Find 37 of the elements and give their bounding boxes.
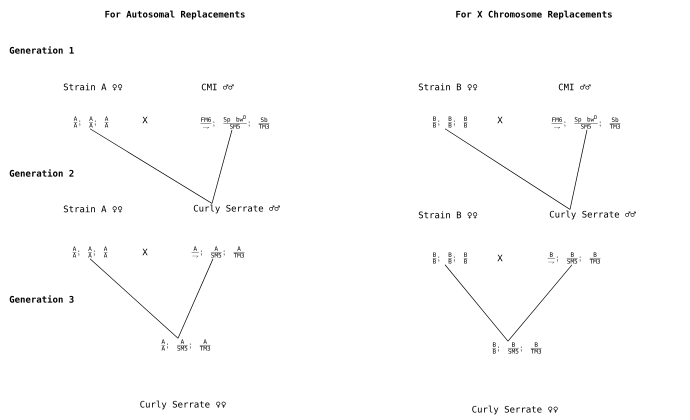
- genotype-formula: $\frac{\mathrm{FM6}}{\rightharpoondown};\ \frac{\mathrm{Sp\ bw}^{\mathrm{D}}}{\mathrm{SM5}};\ \frac{\mathrm{Sb}}{\mathrm{TM3}}$: [552, 115, 620, 129]
- strain-label: CMI ♂♂: [202, 84, 234, 90]
- cross-symbol: X: [142, 116, 148, 124]
- strain-label: Strain B ♀♀: [418, 83, 478, 91]
- genotype-formula: $\frac{\mathrm{B}}{\mathrm{B}};\ \frac{\mathrm{B}}{\mathrm{B}};\ \frac{\mathrm{B}}{\mathrm{B}}$: [432, 252, 468, 264]
- cross-line: [444, 264, 508, 342]
- genotype-formula: $\frac{\mathrm{A}}{\mathrm{A}};\ \frac{\mathrm{A}}{\mathrm{A}};\ \frac{\mathrm{A}}{\mathrm{A}}$: [72, 246, 108, 258]
- generation-label: Generation 1: [10, 46, 74, 54]
- offspring-label: Curly Serrate ♂♂: [550, 210, 636, 220]
- strain-label: Strain A ♀♀: [64, 205, 122, 213]
- heading: For X Chromosome Replacements: [456, 10, 612, 20]
- cross-symbol: X: [497, 116, 503, 124]
- cross-line: [570, 130, 588, 210]
- cross-line: [508, 264, 572, 342]
- caption-label: Curly Serrate ♀♀: [140, 400, 226, 410]
- heading: For Autosomal Replacements: [105, 10, 245, 20]
- cross-line: [212, 130, 232, 204]
- offspring-label: Curly Serrate ♂♂: [194, 204, 280, 214]
- genotype-formula: $\frac{\mathrm{A}}{\mathrm{A}};\ \frac{\mathrm{A}}{\mathrm{SM5}};\ \frac{\mathrm{A}}{\mathrm{TM3}}$: [161, 339, 211, 351]
- cross-line: [90, 128, 212, 204]
- genotype-formula: $\frac{\mathrm{A}}{\rightharpoondown};\ \frac{\mathrm{A}}{\mathrm{SM5}};\ \frac{\mathrm{A}}{\mathrm{TM3}}$: [192, 246, 244, 258]
- cross-line: [444, 128, 570, 210]
- genotype-formula: $\frac{\mathrm{A}}{\mathrm{A}};\ \frac{\mathrm{A}}{\mathrm{A}};\ \frac{\mathrm{A}}{\mathrm{A}}$: [74, 116, 108, 128]
- cross-line: [178, 258, 214, 339]
- strain-label: Strain B ♀♀: [418, 211, 478, 219]
- genotype-formula: $\frac{\mathrm{FM6}}{\rightharpoondown};\ \frac{\mathrm{Sp\ bw}^{\mathrm{D}}}{\mathrm{SM5}};\ \frac{\mathrm{Sb}}{\mathrm{TM3}}$: [200, 115, 270, 129]
- genotype-formula: $\frac{\mathrm{B}}{\mathrm{B}};\ \frac{\mathrm{B}}{\mathrm{B}};\ \frac{\mathrm{B}}{\mathrm{B}}$: [432, 116, 468, 128]
- genotype-formula: $\frac{\mathrm{B}}{\rightharpoondown};\ \frac{\mathrm{B}}{\mathrm{SM5}};\ \frac{\mathrm{B}}{\mathrm{TM3}}$: [548, 252, 600, 264]
- cross-symbol: X: [497, 254, 503, 262]
- generation-label: Generation 3: [10, 295, 74, 303]
- strain-label: Strain A ♀♀: [64, 83, 122, 91]
- genotype-formula: $\frac{\mathrm{B}}{\mathrm{B}};\ \frac{\mathrm{B}}{\mathrm{SM5}};\ \frac{\mathrm{B}}{\mathrm{TM3}}$: [492, 342, 542, 354]
- generation-label: Generation 2: [10, 169, 74, 177]
- caption-label: Curly Serrate ♀♀: [472, 406, 558, 414]
- cross-line: [90, 258, 178, 339]
- cross-symbol: X: [142, 248, 148, 256]
- strain-label: CMI ♂♂: [558, 84, 591, 90]
